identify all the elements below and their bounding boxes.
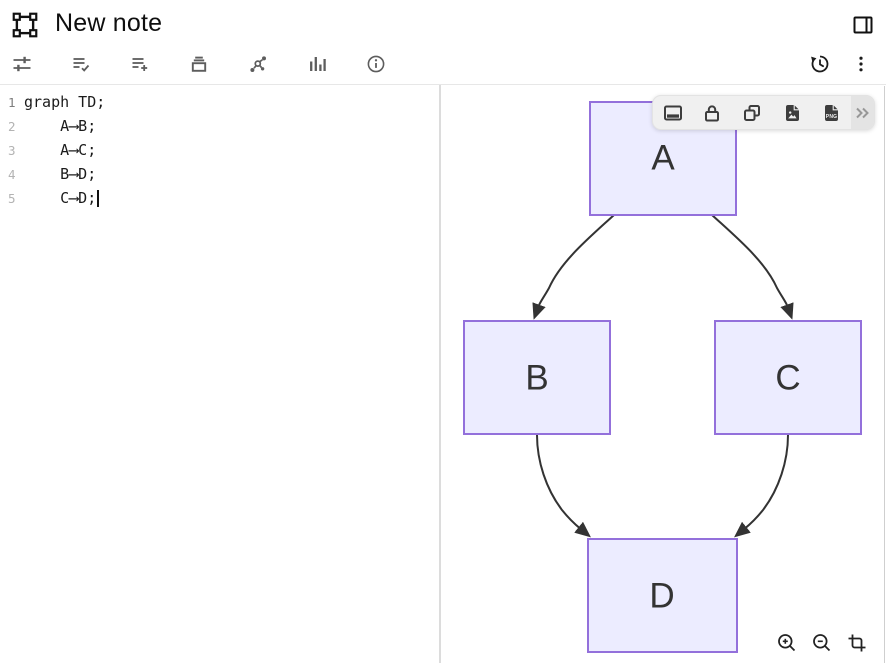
toolbar-expand-button[interactable]: [851, 96, 874, 129]
node-b[interactable]: B: [463, 320, 611, 435]
toolbar-right: [804, 48, 877, 80]
crop-button[interactable]: [847, 633, 867, 653]
info-button[interactable]: [360, 48, 392, 80]
node-b-label: B: [525, 359, 548, 398]
copy-button[interactable]: [732, 96, 772, 129]
code-line[interactable]: 5 C⟶D;: [0, 186, 439, 210]
panel-bottom-button[interactable]: [653, 96, 693, 129]
sidebar-toggle-icon: [853, 16, 873, 34]
edge-c-d: [734, 434, 789, 538]
chevron-double-right-icon: [855, 107, 869, 118]
node-d-box[interactable]: [587, 538, 738, 653]
lock-icon: [705, 104, 720, 121]
kebab-menu-icon: [859, 56, 863, 72]
header: New note: [0, 0, 886, 48]
bar-chart-icon: [310, 57, 326, 71]
copy-icon: [744, 104, 761, 121]
preview-scroll-edge: [884, 86, 885, 663]
info-icon: [367, 55, 385, 73]
code-line[interactable]: 2 A⟶B;: [0, 114, 439, 138]
zoom-out-icon: [813, 634, 831, 652]
line-number: 4: [8, 166, 16, 182]
node-c-box[interactable]: [714, 320, 862, 435]
png-export-button[interactable]: PNG: [812, 96, 852, 129]
header-separator: [0, 84, 886, 85]
edge-a-b: [532, 214, 615, 320]
image-export-icon: [785, 104, 799, 121]
line-number: 5: [8, 190, 16, 206]
png-export-icon: PNG: [825, 104, 839, 121]
history-button[interactable]: [804, 48, 836, 80]
tune-icon: [13, 56, 31, 72]
kebab-menu-button[interactable]: [845, 48, 877, 80]
node-d-label: D: [649, 577, 674, 616]
node-c[interactable]: C: [714, 320, 862, 435]
archive-icon: [191, 56, 207, 72]
toolbar: [6, 48, 392, 80]
archive-button[interactable]: [183, 48, 215, 80]
code-text: graph TD;: [24, 93, 106, 111]
diagram-toolbar: PNG: [652, 95, 875, 130]
node-c-label: C: [775, 359, 800, 398]
bar-chart-button[interactable]: [301, 48, 333, 80]
code-line[interactable]: 4 B⟶D;: [0, 162, 439, 186]
crop-icon: [848, 634, 866, 652]
zoom-in-button[interactable]: [777, 633, 797, 653]
list-add-button[interactable]: [124, 48, 156, 80]
zoom-out-button[interactable]: [812, 633, 832, 653]
panel-divider[interactable]: [439, 85, 441, 663]
panel-bottom-icon: [663, 105, 682, 120]
list-check-button[interactable]: [65, 48, 97, 80]
history-icon: [811, 55, 829, 73]
line-number: 2: [8, 118, 16, 134]
line-number: 1: [8, 94, 16, 110]
node-b-box[interactable]: [463, 320, 611, 435]
list-check-icon: [73, 58, 90, 72]
list-add-icon: [132, 58, 148, 71]
png-label: PNG: [826, 114, 837, 120]
node-d[interactable]: D: [587, 538, 738, 653]
sidebar-toggle-button[interactable]: [852, 14, 874, 36]
code-text: C⟶D;: [24, 189, 97, 207]
graph-icon: [250, 56, 266, 72]
line-number: 3: [8, 142, 16, 158]
tune-button[interactable]: [6, 48, 38, 80]
note-object-icon: [12, 12, 38, 38]
text-cursor: [97, 189, 99, 207]
page-title: New note: [55, 9, 163, 37]
code-text: B⟶D;: [24, 165, 97, 183]
code-line[interactable]: 3 A⟶C;: [0, 138, 439, 162]
code-line[interactable]: 1 graph TD;: [0, 90, 439, 114]
code-text: A⟶B;: [24, 117, 97, 135]
node-a-label: A: [651, 139, 675, 178]
code-editor[interactable]: 1 graph TD; 2 A⟶B; 3 A⟶C; 4 B⟶D; 5 C⟶D;: [0, 86, 439, 663]
edge-b-d: [536, 434, 591, 538]
zoom-controls: [777, 633, 867, 653]
graph-button[interactable]: [242, 48, 274, 80]
image-export-button[interactable]: [772, 96, 812, 129]
lock-button[interactable]: [693, 96, 733, 129]
code-text: A⟶C;: [24, 141, 97, 159]
zoom-in-icon: [778, 634, 796, 652]
edge-a-c: [711, 214, 794, 320]
